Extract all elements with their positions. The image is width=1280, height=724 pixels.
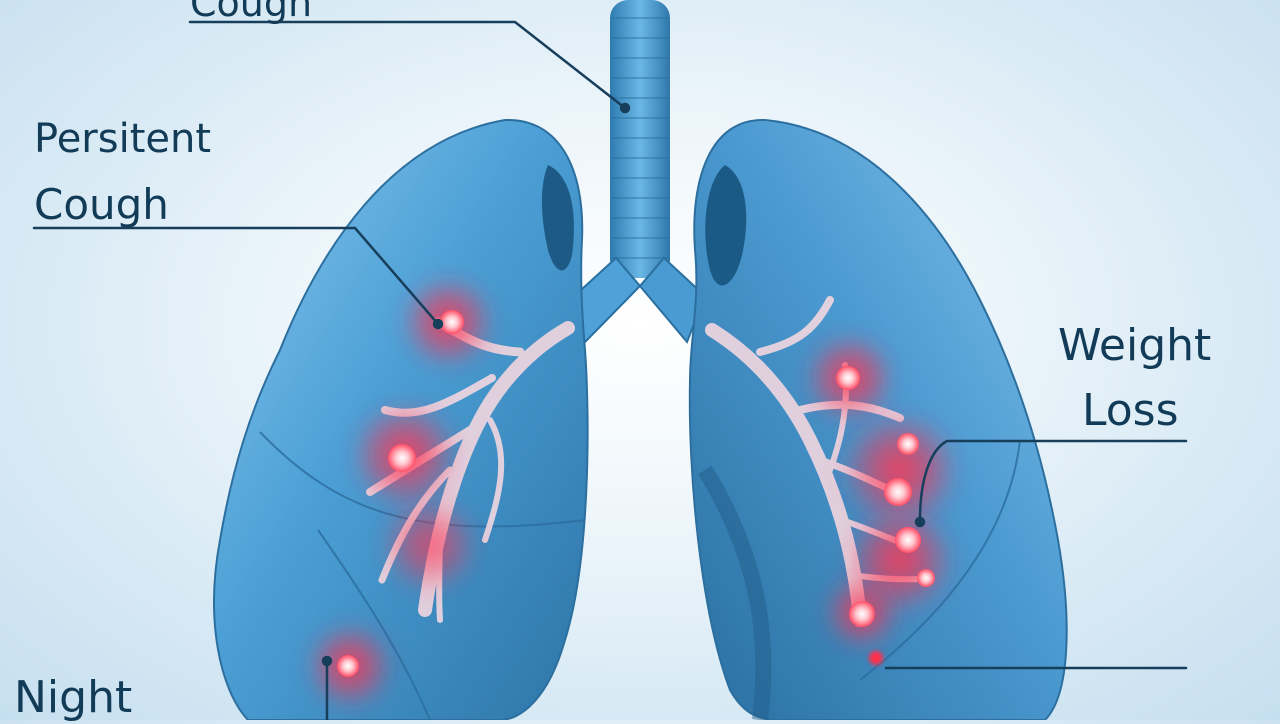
leader-line-weight-loss — [918, 439, 1188, 522]
label-weight-line1: Weight — [1058, 320, 1212, 371]
label-night: Night — [14, 672, 133, 723]
leader-line-persistent-cough — [32, 226, 440, 326]
leader-dot-top-cough — [619, 102, 631, 114]
trachea — [568, 0, 707, 344]
inflammation-spot-icon — [440, 310, 464, 334]
inflammation-spot-icon — [849, 601, 875, 627]
inflammation-spot-icon — [895, 527, 921, 553]
leader-lines — [32, 20, 1188, 722]
leader-dot-weight-loss — [914, 516, 926, 528]
leader-line-top-cough — [188, 20, 627, 110]
inflammation-spot-icon — [917, 569, 935, 587]
inflammation-spot-icon — [337, 655, 359, 677]
label-persistent-line2: Cough — [34, 180, 169, 229]
inflammation-spot-icon — [897, 433, 919, 455]
leader-dot-persistent-cough — [432, 318, 444, 330]
inflammation-spot-icon — [869, 651, 883, 665]
label-persistent-line1: Persitent — [34, 116, 212, 162]
inflammation-spots — [337, 310, 935, 677]
label-top-cough: Cough — [190, 0, 313, 25]
inflammation-spot-icon — [388, 444, 416, 472]
inflammation-spot-icon — [836, 366, 860, 390]
label-weight-line2: Loss — [1082, 385, 1179, 436]
inflammation-spot-icon — [884, 478, 912, 506]
leader-dot-night — [321, 655, 333, 667]
